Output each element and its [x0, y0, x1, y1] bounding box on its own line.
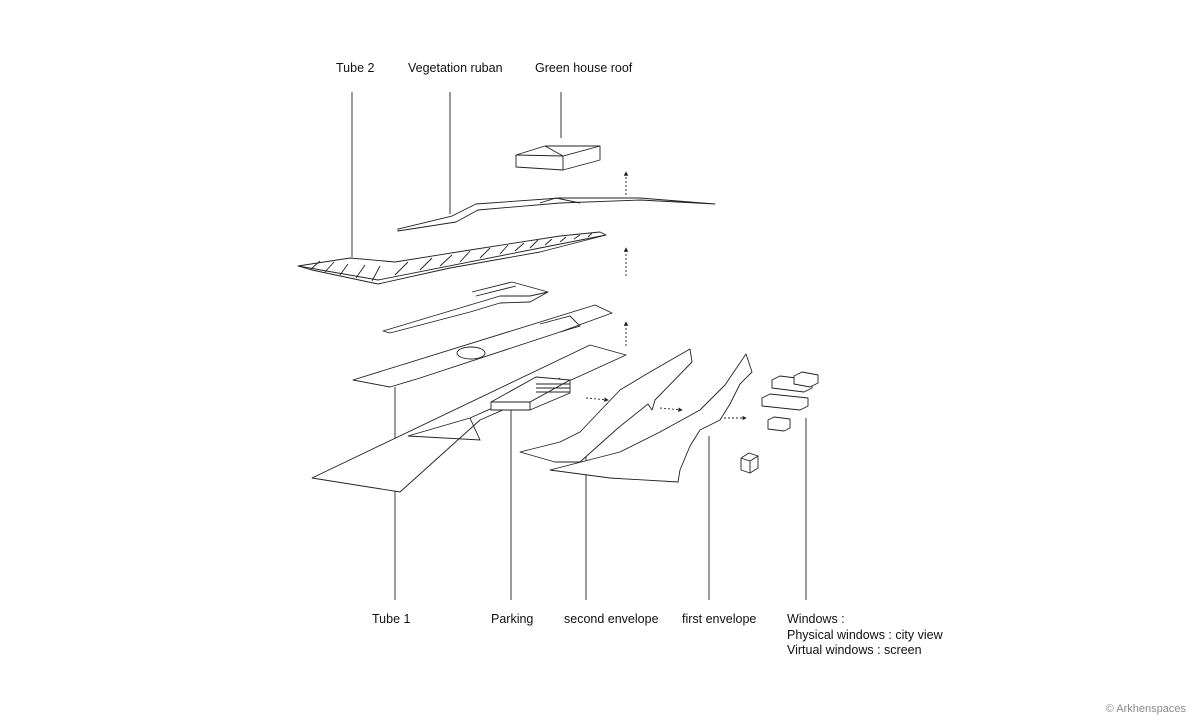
label-windows-title: Windows :	[787, 612, 845, 626]
label-first-envelope: first envelope	[682, 612, 757, 626]
copyright-notice: © Arkhenspaces	[1105, 703, 1186, 715]
tube1-upper-plate-shape	[352, 304, 613, 388]
windows-shapes	[740, 371, 819, 474]
arrow-right-2	[659, 407, 683, 412]
movement-arrows	[585, 171, 747, 421]
leader-lines	[351, 92, 807, 600]
label-windows: Windows : Physical windows : city view V…	[787, 612, 943, 659]
label-tube2: Tube 2	[336, 61, 375, 75]
label-green-house-roof: Green house roof	[535, 61, 633, 75]
label-parking: Parking	[491, 612, 534, 626]
label-second-envelope: second envelope	[564, 612, 659, 626]
label-windows-virtual: Virtual windows : screen	[787, 643, 922, 657]
parking-shape	[490, 376, 571, 411]
label-windows-physical: Physical windows : city view	[787, 627, 943, 642]
first-envelope-shape	[549, 353, 753, 483]
vegetation-ruban-shape	[397, 197, 716, 232]
green-house-roof-shape	[515, 145, 601, 171]
label-tube1: Tube 1	[372, 612, 411, 626]
tube2-shape	[297, 231, 607, 285]
second-envelope-shape	[519, 348, 693, 463]
arrow-right-1	[585, 397, 609, 402]
upper-slab-shape	[382, 281, 549, 334]
label-vegetation-ruban: Vegetation ruban	[408, 61, 503, 75]
